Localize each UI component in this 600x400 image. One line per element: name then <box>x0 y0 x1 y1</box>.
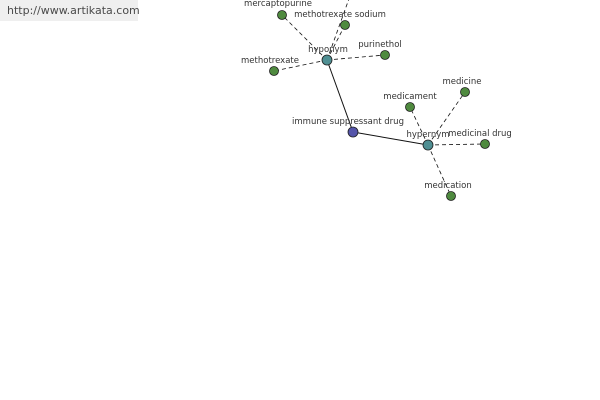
term-label-medicament: medicament <box>383 92 437 102</box>
term-edge <box>427 144 452 197</box>
term-label-medication: medication <box>424 181 471 191</box>
term-label-methotrexate-sodium: methotrexate sodium <box>294 10 386 20</box>
center-node[interactable] <box>347 126 359 138</box>
term-label-purinethol: purinethol <box>358 40 402 50</box>
center-label: immune suppressant drug <box>292 117 404 127</box>
term-node-mercaptopurine[interactable] <box>277 10 287 20</box>
term-node-medicine[interactable] <box>460 87 470 97</box>
term-node-methotrexate-sodium[interactable] <box>340 20 350 30</box>
graph-nodes <box>269 10 490 201</box>
term-node-methotrexate[interactable] <box>269 66 279 76</box>
hypernym-node[interactable] <box>422 139 434 151</box>
hyponym-edge <box>326 59 354 133</box>
term-edge <box>427 143 486 146</box>
hypernym-edge <box>352 131 429 146</box>
term-node-medication[interactable] <box>446 191 456 201</box>
term-edge <box>409 106 429 146</box>
term-edge <box>427 91 466 146</box>
graph-edges <box>273 0 486 197</box>
term-edge <box>281 14 328 61</box>
hyponym-node[interactable] <box>321 54 333 66</box>
graph-labels: immune suppressant drug hyponym mercaptopu… <box>241 0 512 191</box>
term-label-medicinal-drug: medicinal drug <box>448 129 512 139</box>
term-node-purinethol[interactable] <box>380 50 390 60</box>
term-label-methotrexate: methotrexate <box>241 56 299 66</box>
term-label-medicine: medicine <box>443 77 482 87</box>
term-node-medicinal-drug[interactable] <box>480 139 490 149</box>
site-url-link[interactable]: http://www.artikata.com <box>7 4 140 17</box>
term-edge <box>326 0 349 61</box>
hypernym-label: hypernym <box>406 130 449 140</box>
term-node-medicament[interactable] <box>405 102 415 112</box>
hyponym-label: hyponym <box>308 45 348 55</box>
term-label-mercaptopurine: mercaptopurine <box>244 0 312 9</box>
url-banner: http://www.artikata.com <box>0 0 140 21</box>
term-edge <box>273 59 328 72</box>
term-edge <box>326 54 386 61</box>
